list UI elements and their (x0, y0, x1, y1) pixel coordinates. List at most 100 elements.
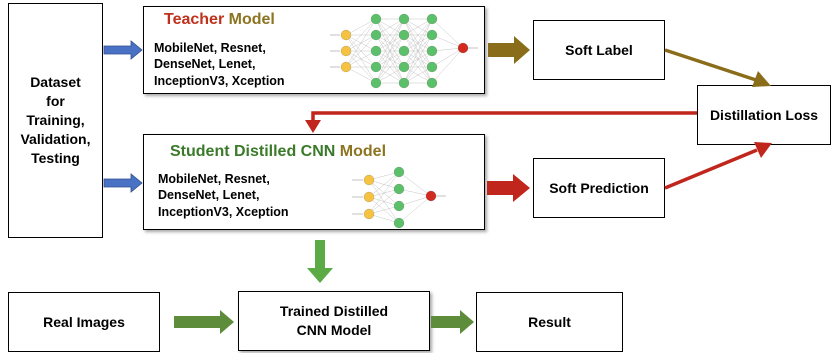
student-title-model-word: Model (335, 143, 387, 160)
network-neuron (363, 208, 375, 220)
dataset-line: Testing (31, 149, 80, 166)
network-edge (403, 34, 433, 84)
network-edge (403, 66, 433, 84)
network-edge (375, 66, 405, 84)
teacher-title-word: Teacher (164, 11, 225, 28)
network-neuron (398, 77, 410, 89)
real-images-box: Real Images (8, 292, 160, 352)
network-neuron (393, 217, 405, 229)
network-edge (368, 188, 400, 215)
network-edge (403, 18, 433, 84)
model-list-line: InceptionV3, Xception (158, 204, 289, 219)
network-edge (431, 47, 464, 68)
network-edge (375, 18, 405, 52)
teacher-title-model-word: Model (224, 11, 275, 28)
network-edge (375, 18, 405, 36)
result-text: Result (528, 313, 571, 330)
network-neuron (340, 61, 352, 73)
network-neuron (457, 42, 469, 54)
network-neuron (393, 183, 405, 195)
student-network-icon (368, 171, 432, 224)
network-edge (345, 18, 377, 68)
network-edge (368, 205, 400, 215)
network-edge (345, 50, 377, 68)
network-edge (368, 213, 400, 224)
network-neuron (426, 61, 438, 73)
student-network-nodes (352, 166, 446, 229)
network-neuron (393, 166, 405, 178)
network-edge (368, 171, 400, 181)
dataset-line: Validation, (20, 130, 91, 147)
network-edge (375, 50, 405, 84)
network-neuron (426, 13, 438, 25)
trained-to-result-arrow (431, 310, 474, 334)
model-list-line: InceptionV3, Xception (154, 73, 285, 88)
network-edge (375, 34, 405, 84)
network-neuron (398, 45, 410, 57)
network-neuron (393, 200, 405, 212)
network-edge (398, 171, 432, 197)
teacher-network-nodes (330, 13, 478, 89)
network-neuron (340, 29, 352, 41)
network-neuron (363, 191, 375, 203)
loss-to-student-line (311, 111, 697, 122)
dataset-line: for (46, 93, 65, 110)
network-edge (375, 18, 405, 84)
real-images-to-trained-arrow (174, 310, 234, 334)
network-neuron (398, 13, 410, 25)
student-to-soft-prediction-arrow (487, 174, 530, 202)
network-edge (403, 18, 433, 68)
network-neuron (370, 61, 382, 73)
network-edge (431, 34, 464, 49)
network-edge (345, 34, 377, 68)
result-box: Result (476, 292, 623, 352)
student-model-box: Student Distilled CNN Model MobileNet, R… (143, 134, 485, 230)
trained-model-box: Trained Distilled CNN Model (238, 291, 430, 351)
network-edge (398, 188, 432, 197)
network-edge (368, 171, 400, 198)
network-edge (431, 47, 464, 84)
network-neuron (340, 45, 352, 57)
dataset-box: Dataset for Training, Validation, Testin… (8, 3, 103, 238)
network-neuron (426, 45, 438, 57)
student-to-trained-arrow (307, 240, 333, 283)
network-neuron (398, 29, 410, 41)
network-edge (403, 18, 433, 36)
student-title: Student Distilled CNN Model (170, 143, 386, 161)
dataset-line: Dataset (30, 74, 81, 91)
teacher-model-list: MobileNet, Resnet, DenseNet, Lenet, Ince… (154, 40, 285, 89)
network-neuron (363, 174, 375, 186)
student-title-words: Student Distilled CNN (170, 143, 336, 160)
trained-model-line: CNN Model (296, 322, 372, 338)
soft-label-to-loss-line (664, 48, 757, 82)
real-images-text: Real Images (43, 313, 125, 330)
dataset-to-teacher-arrow (103, 40, 143, 60)
network-edge (368, 171, 400, 215)
network-edge (398, 195, 432, 207)
student-model-list: MobileNet, Resnet, DenseNet, Lenet, Ince… (158, 171, 289, 220)
network-edge (431, 47, 464, 52)
dataset-to-student-arrow (103, 173, 143, 193)
soft-prediction-box: Soft Prediction (533, 158, 665, 218)
soft-prediction-to-loss-line (664, 148, 758, 190)
network-edge (345, 18, 377, 36)
network-edge (431, 18, 464, 49)
soft-label-box: Soft Label (533, 20, 665, 80)
model-list-line: MobileNet, Resnet, (158, 172, 270, 186)
soft-prediction-text: Soft Prediction (549, 179, 649, 196)
network-neuron (370, 45, 382, 57)
dataset-line: Training, (26, 112, 85, 129)
network-edge (403, 18, 433, 52)
soft-label-text: Soft Label (565, 41, 633, 58)
soft-label-to-loss-arrowhead (752, 71, 771, 87)
model-list-line: DenseNet, Lenet, (158, 188, 260, 203)
loss-to-student-arrowhead (305, 120, 321, 133)
network-edge (345, 18, 377, 52)
network-neuron (370, 77, 382, 89)
teacher-network-icon (345, 18, 464, 84)
trained-model-line: Trained Distilled (279, 303, 389, 320)
network-neuron (370, 29, 382, 41)
distillation-loss-text: Distillation Loss (709, 106, 819, 123)
network-edge (398, 195, 432, 224)
